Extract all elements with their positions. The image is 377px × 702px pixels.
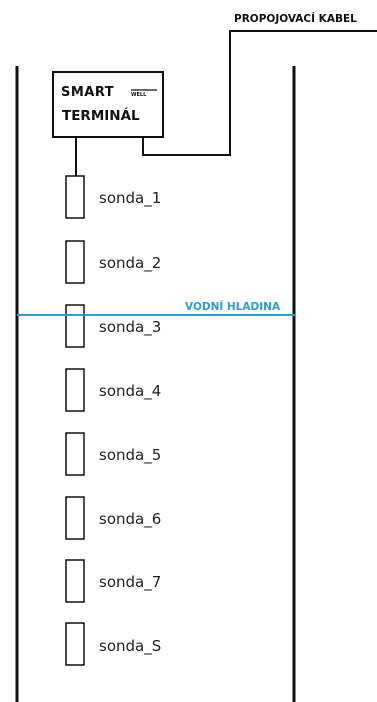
probe-5-body [65,432,85,476]
connecting-cable [142,30,377,156]
probe-4-label: sonda_4 [99,382,161,401]
cable-label: PROPOJOVACÍ KABEL [234,12,357,25]
probe-2-label: sonda_2 [99,254,161,273]
probe-3-label: sonda_3 [99,318,161,337]
probe-3-body [65,304,85,348]
probe-7-body [65,559,85,603]
probe-6-body [65,496,85,540]
probe-5-label: sonda_5 [99,446,161,465]
probe-2-body [65,240,85,284]
probe-6-label: sonda_6 [99,510,161,529]
terminal-frame [52,71,164,138]
probe-list: sonda_1 sonda_2 sonda_3 sonda_4 sonda_5 … [65,175,161,666]
probe-s-body [65,622,85,666]
terminal-title: TERMINÁL [62,107,140,124]
terminal-box: SMART WELL TERMINÁL [52,71,164,138]
smartwell-logo: SMART [61,85,114,100]
water-level-label: VODNÍ HLADINA [185,300,281,313]
probe-1-body [65,175,85,219]
smartwell-logo-sub: WELL [131,92,147,98]
probe-1-label: sonda_1 [99,189,161,208]
probe-s-label: sonda_S [99,637,161,656]
probe-4-body [65,368,85,412]
probe-7-label: sonda_7 [99,573,161,592]
